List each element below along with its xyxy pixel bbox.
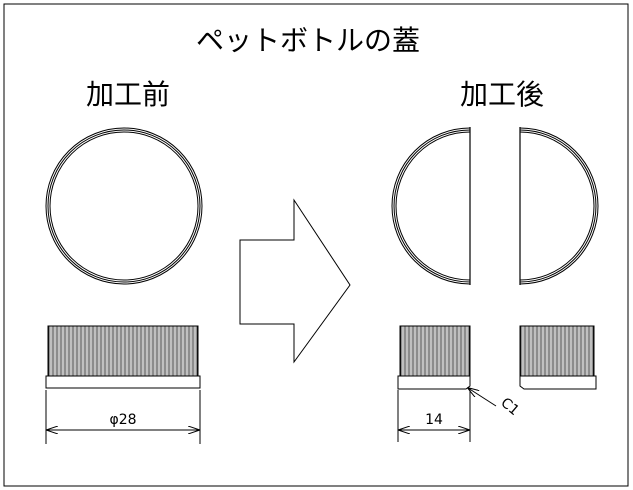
after-left-half-top-view bbox=[391, 127, 471, 285]
after-dimension-text: 14 bbox=[425, 412, 443, 428]
after-right-half-side-view bbox=[519, 325, 597, 390]
after-label: 加工後 bbox=[460, 78, 544, 111]
before-dimension: φ28 bbox=[45, 390, 201, 444]
after-dimension: 14 bbox=[397, 388, 471, 442]
before-cap-side-view bbox=[45, 325, 201, 389]
chamfer-leader: C1 bbox=[468, 388, 522, 419]
process-arrow bbox=[239, 198, 351, 364]
before-dimension-text: φ28 bbox=[109, 412, 136, 428]
after-left-half-side-view bbox=[397, 325, 471, 390]
drawing-frame bbox=[3, 3, 629, 487]
before-label: 加工前 bbox=[86, 78, 170, 111]
drawing-title: ペットボトルの蓋 bbox=[196, 24, 420, 57]
chamfer-text: C1 bbox=[497, 395, 522, 419]
after-right-half-top-view bbox=[519, 127, 599, 285]
before-cap-top-view bbox=[45, 127, 203, 285]
